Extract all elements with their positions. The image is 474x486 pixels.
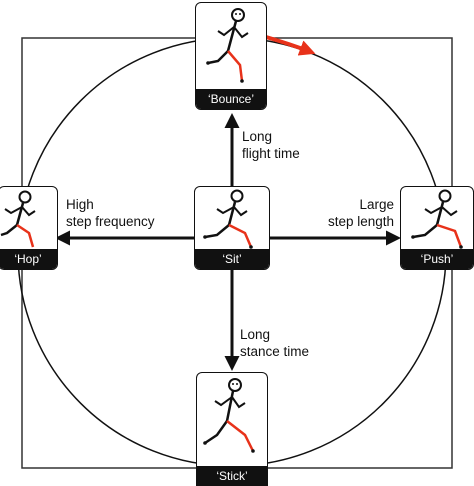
axis-label-down: Long stance time	[240, 326, 309, 360]
card-label: ‘Bounce’	[196, 89, 266, 109]
stick-figure-icon	[206, 8, 249, 83]
card-push: ‘Push’	[400, 186, 474, 270]
axis-label-line: step frequency	[66, 214, 155, 229]
axis-label-line: flight time	[242, 146, 300, 161]
axis-label-line: High	[66, 197, 94, 212]
axis-label-left: High step frequency	[66, 196, 155, 230]
card-label: ‘Sit’	[195, 249, 269, 269]
card-bounce: ‘Bounce’	[195, 2, 267, 110]
stick-figure-icon	[0, 190, 36, 248]
axis-label-line: Large	[359, 197, 394, 212]
stick-figure-icon	[203, 189, 253, 249]
axis-label-line: Long	[240, 327, 271, 342]
card-sit: ‘Sit’	[194, 186, 270, 270]
axis-label-line: Long	[242, 129, 273, 144]
axis-label-right: Large step length	[296, 196, 394, 230]
card-hop: ‘Hop’	[0, 186, 58, 270]
axis-label-up: Long flight time	[242, 128, 300, 162]
axis-label-line: step length	[327, 214, 394, 229]
card-stick: ‘Stick’	[196, 372, 268, 486]
rotation-arrow	[265, 35, 316, 56]
card-label: ‘Push’	[401, 249, 473, 269]
card-label: ‘Hop’	[0, 249, 57, 269]
stick-figure-icon	[203, 378, 255, 453]
stick-figure-icon	[411, 189, 463, 249]
axis-label-line: stance time	[240, 344, 310, 359]
card-label: ‘Stick’	[197, 466, 267, 486]
